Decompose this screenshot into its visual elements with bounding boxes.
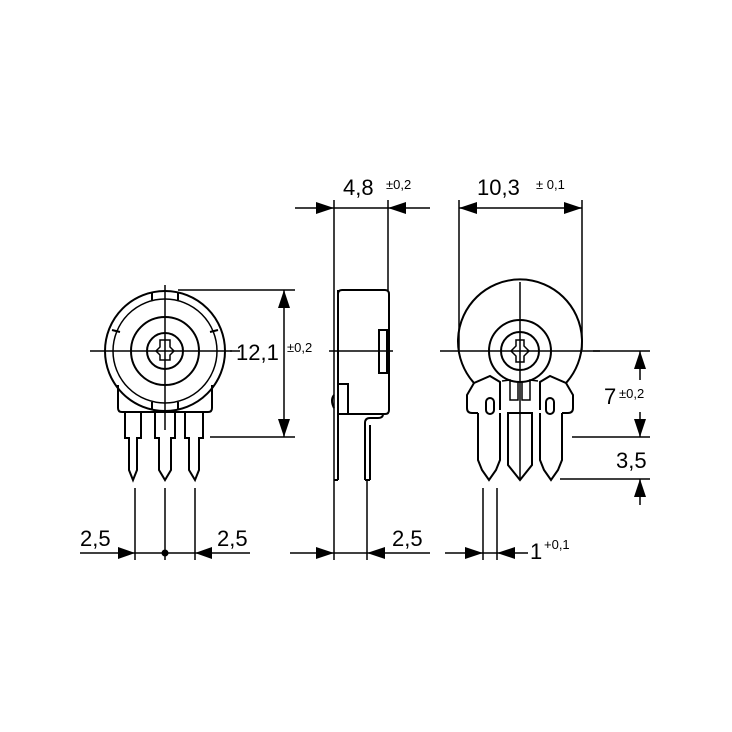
width-tolerance: ±0,2 (386, 177, 411, 192)
front-view (90, 285, 232, 483)
pitch-right-value: 2,5 (217, 526, 248, 551)
dim-height-7: 7 ±0,2 3,5 (560, 350, 650, 505)
side-view (329, 200, 393, 560)
dim-diameter-10-3: 10,3 ± 0,1 (459, 175, 582, 214)
pin-length-value: 3,5 (616, 448, 647, 473)
dim-side-pin-offset: 2,5 (290, 526, 430, 559)
height-value: 12,1 (236, 340, 279, 365)
dim-pin-width-1: 1 +0,1 (445, 488, 570, 564)
dim-height-12-1: 12,1 ±0,2 (178, 289, 312, 438)
back-view (440, 200, 600, 482)
diameter-tolerance: ± 0,1 (536, 177, 565, 192)
height-7-tolerance: ±0,2 (619, 386, 644, 401)
height-tolerance: ±0,2 (287, 340, 312, 355)
pin-width-value: 1 (530, 539, 542, 564)
pitch-left-value: 2,5 (80, 526, 111, 551)
width-value: 4,8 (343, 175, 374, 200)
height-7-value: 7 (604, 384, 616, 409)
side-pin-offset-value: 2,5 (392, 526, 423, 551)
dim-pin-pitch: 2,5 2,5 (80, 488, 250, 560)
pin-width-tolerance: +0,1 (544, 537, 570, 552)
diameter-value: 10,3 (477, 175, 520, 200)
dim-width-4-8: 4,8 ±0,2 (295, 175, 430, 214)
